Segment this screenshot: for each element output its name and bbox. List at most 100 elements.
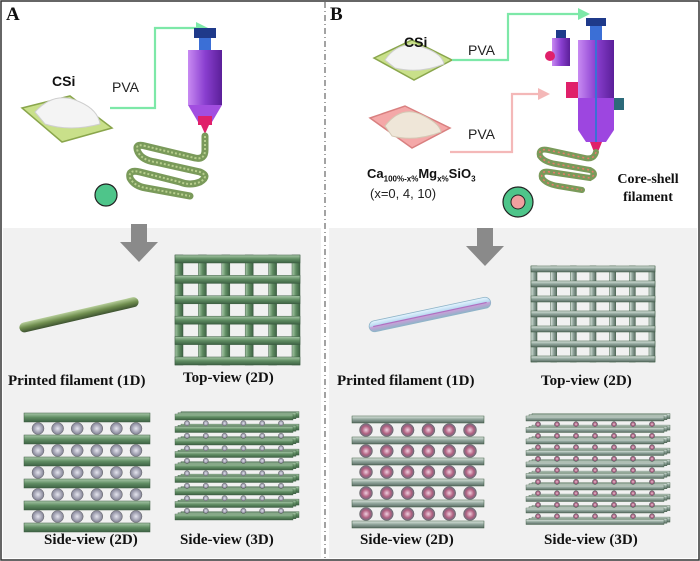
side3d-dot xyxy=(592,467,598,474)
side3d-dot xyxy=(611,421,617,428)
side-dot xyxy=(359,486,373,500)
side3d-dot xyxy=(649,478,655,485)
side-dot xyxy=(380,444,394,458)
panel-b-powder-csi xyxy=(372,39,454,81)
side3d-dot xyxy=(649,513,655,520)
side3d-dot xyxy=(630,432,636,439)
side3d-dot xyxy=(259,420,266,427)
side3d-dot xyxy=(535,421,541,428)
side3d-bar xyxy=(525,507,665,514)
side3d-dot xyxy=(649,421,655,428)
side3d-bar xyxy=(525,450,665,456)
side3d-bar xyxy=(525,519,665,525)
side3d-dot xyxy=(535,444,541,451)
side3d-dot xyxy=(630,455,636,462)
side-dot xyxy=(380,507,394,521)
side3d-dot xyxy=(259,457,266,464)
panel-a-syringe xyxy=(188,28,222,134)
side3d-dot xyxy=(278,482,284,489)
side3d-bar xyxy=(174,501,294,508)
side3d-dot xyxy=(240,457,247,464)
side-dot xyxy=(400,444,415,458)
grid-bar-vertical xyxy=(291,254,301,366)
side3d-dot xyxy=(592,421,598,428)
side3d-dot xyxy=(221,457,228,464)
side-dot xyxy=(90,510,104,523)
side-dot xyxy=(421,423,436,437)
grid-bar-horizontal xyxy=(530,340,656,348)
side3d-dot xyxy=(240,507,247,514)
side-dot xyxy=(442,507,456,521)
panel-b-csi-label: CSi xyxy=(404,34,428,50)
grid-bar-horizontal xyxy=(530,295,656,303)
side3d-dot xyxy=(630,444,636,451)
side3d-bar xyxy=(525,461,665,468)
side3d-dot xyxy=(649,490,655,497)
side3d-dot xyxy=(202,482,209,489)
side-dot xyxy=(421,465,436,479)
side-dot xyxy=(90,444,104,457)
side-bar xyxy=(351,478,485,487)
side3d-dot xyxy=(278,457,284,464)
grid-bar-horizontal xyxy=(174,295,301,305)
side3d-dot xyxy=(184,457,190,464)
side3d-dot xyxy=(611,490,617,497)
side3d-dot xyxy=(278,507,284,514)
panel-b-cross-section-core xyxy=(510,194,526,210)
side3d-dot xyxy=(240,445,247,452)
side-dot xyxy=(129,444,143,457)
panel-b-coaxial-syringe xyxy=(545,18,624,152)
side-dot xyxy=(400,423,415,437)
side3d-dot xyxy=(630,478,636,485)
side3d-dot xyxy=(554,513,560,520)
side3d-bar xyxy=(174,463,294,471)
side3d-bar xyxy=(525,438,665,445)
side-dot xyxy=(129,488,143,501)
grid-bar-vertical xyxy=(268,254,277,366)
side3d-dot xyxy=(649,501,655,508)
side3d-dot xyxy=(240,495,247,502)
side-dot xyxy=(463,444,477,458)
side-dot xyxy=(70,422,84,435)
side3d-dot xyxy=(240,482,247,489)
panel-a-down-arrow xyxy=(120,224,158,262)
side-dot xyxy=(90,422,104,435)
side3d-dot xyxy=(592,490,598,497)
side3d-dot xyxy=(184,482,190,489)
panel-a-printed-path-texture xyxy=(128,136,206,197)
side-dot xyxy=(31,510,45,523)
side3d-dot xyxy=(221,495,228,502)
side-dot xyxy=(70,466,84,479)
side-bar xyxy=(351,457,485,466)
side-dot xyxy=(463,465,477,479)
panel-a-pva-arrow xyxy=(110,26,198,110)
side3d-dot xyxy=(259,495,266,502)
side-dot xyxy=(90,466,104,479)
side3d-dot xyxy=(592,432,598,439)
side3d-dot xyxy=(649,467,655,474)
panel-a-caption-side2d: Side-view (2D) xyxy=(44,532,138,548)
side3d-dot xyxy=(630,421,636,428)
panel-b-label: B xyxy=(330,4,343,25)
side3d-dot xyxy=(202,445,209,452)
side3d-dot xyxy=(184,445,190,452)
side3d-dot xyxy=(259,470,266,477)
side3d-dot xyxy=(573,478,579,485)
panel-b-pva-arrowhead-top xyxy=(578,8,590,20)
side3d-dot xyxy=(202,420,209,427)
side-dot xyxy=(463,423,477,437)
panel-b-formula: Ca100%-x%Mgx%SiO3 xyxy=(367,166,476,184)
side3d-bar xyxy=(174,413,294,421)
side-dot xyxy=(70,444,84,457)
side3d-dot xyxy=(184,507,190,514)
side3d-dot xyxy=(202,432,209,439)
side-bar xyxy=(23,478,151,489)
side-dot xyxy=(110,444,123,457)
side3d-dot xyxy=(573,490,579,497)
panel-b-side-view-3d xyxy=(525,413,671,525)
side3d-dot xyxy=(554,501,560,508)
side3d-dot xyxy=(649,455,655,462)
side3d-dot xyxy=(554,432,560,439)
grid-bar-horizontal xyxy=(174,356,301,366)
